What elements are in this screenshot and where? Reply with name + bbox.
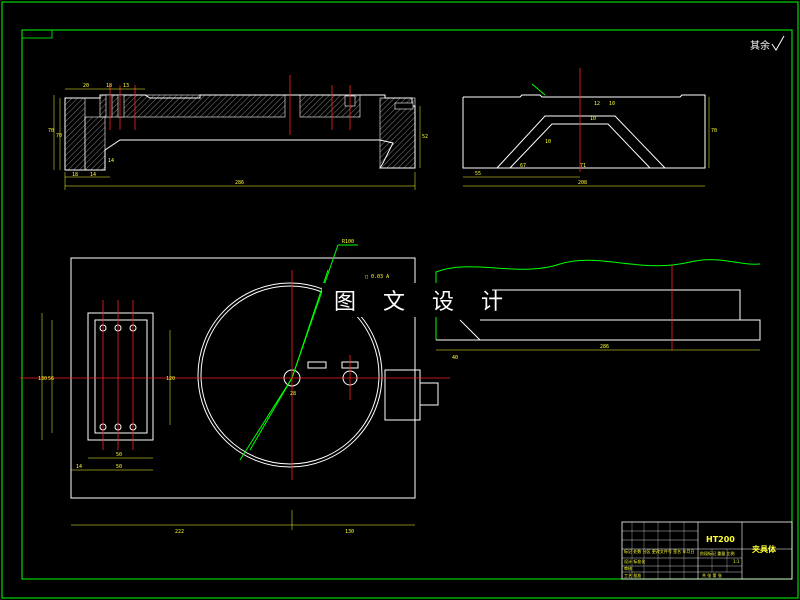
inner-frame	[21, 29, 793, 580]
watermark-band	[322, 283, 492, 317]
tb-stage-labels: 阶段标记 重量 比例	[700, 550, 735, 556]
dim-left-b2: 14	[90, 172, 96, 178]
dim-pad-b1: 14	[76, 464, 82, 470]
dim-top-w3: 13	[123, 83, 129, 89]
dim-pad-h1: 130	[38, 376, 47, 382]
dim-left-b1: 18	[72, 172, 78, 178]
watermark: 图 文 设 计	[334, 290, 513, 315]
dim-top-w1: 20	[83, 83, 89, 89]
right-end-view: 55 67 71 10 208 10 12 10 70	[462, 68, 717, 187]
tb-scale: 1:1	[733, 559, 740, 564]
dim-leader-r: R100	[342, 239, 354, 245]
dim-rv-h3: 10	[609, 101, 615, 107]
dim-pad-b3: 50	[116, 452, 122, 458]
dim-plan-tiny: □ 0.03 A	[365, 274, 389, 280]
roughness-symbol-icon	[771, 35, 785, 51]
dim-left-b3: 14	[108, 158, 114, 164]
dim-plan-left: 222	[175, 529, 184, 535]
tb-row-4: 工艺 批准	[624, 572, 641, 578]
dim-top-overall: 286	[235, 180, 244, 186]
dim-rv-left: 70	[711, 128, 717, 134]
tb-row-3: 审核	[624, 565, 632, 571]
tb-sheet-labels: 共 张 第 张	[702, 572, 722, 578]
tb-material: HT200	[706, 535, 735, 544]
dim-pad-h2: 56	[48, 376, 54, 382]
corner-label-box	[21, 29, 53, 39]
side-view: 40 286	[435, 259, 761, 361]
roughness-note: 其余	[750, 39, 770, 52]
dim-sv-left: 40	[452, 355, 458, 361]
tb-row-2: 设计 标准化	[624, 558, 645, 564]
dim-rv-b1: 55	[475, 171, 481, 177]
top-section-view: 20 18 13 70 70 18 14 14 52 286	[48, 75, 428, 190]
dim-rv-h2: 12	[594, 101, 600, 107]
tb-part-name: 夹具体	[752, 544, 777, 554]
dim-plan-right: 130	[345, 529, 354, 535]
dim-rv-b3: 71	[580, 163, 586, 169]
dim-plan-hole: 28	[290, 391, 296, 397]
tb-row-1: 标记 处数 分区 更改文件号 签名 年月日	[624, 548, 694, 554]
dim-left-h1: 70	[48, 128, 54, 134]
dim-top-w2: 18	[106, 83, 112, 89]
dim-right-h: 52	[422, 134, 428, 140]
dim-pad-b2: 50	[116, 464, 122, 470]
dim-rv-mid: 10	[590, 116, 596, 122]
dim-pad-h3: 120	[166, 376, 175, 382]
plan-view: 222 130 R100 □ 0.03 A 130 56 120 14 50 5…	[20, 239, 450, 535]
title-block: HT200 夹具体 标记 处数 分区 更改文件号 签名 年月日 设计 标准化 审…	[621, 521, 793, 580]
dim-rv-h1: 10	[545, 139, 551, 145]
dim-left-h2: 70	[56, 133, 62, 139]
dim-rv-overall: 208	[578, 180, 587, 186]
dim-sv-overall: 286	[600, 344, 609, 350]
dim-rv-b2: 67	[520, 163, 526, 169]
